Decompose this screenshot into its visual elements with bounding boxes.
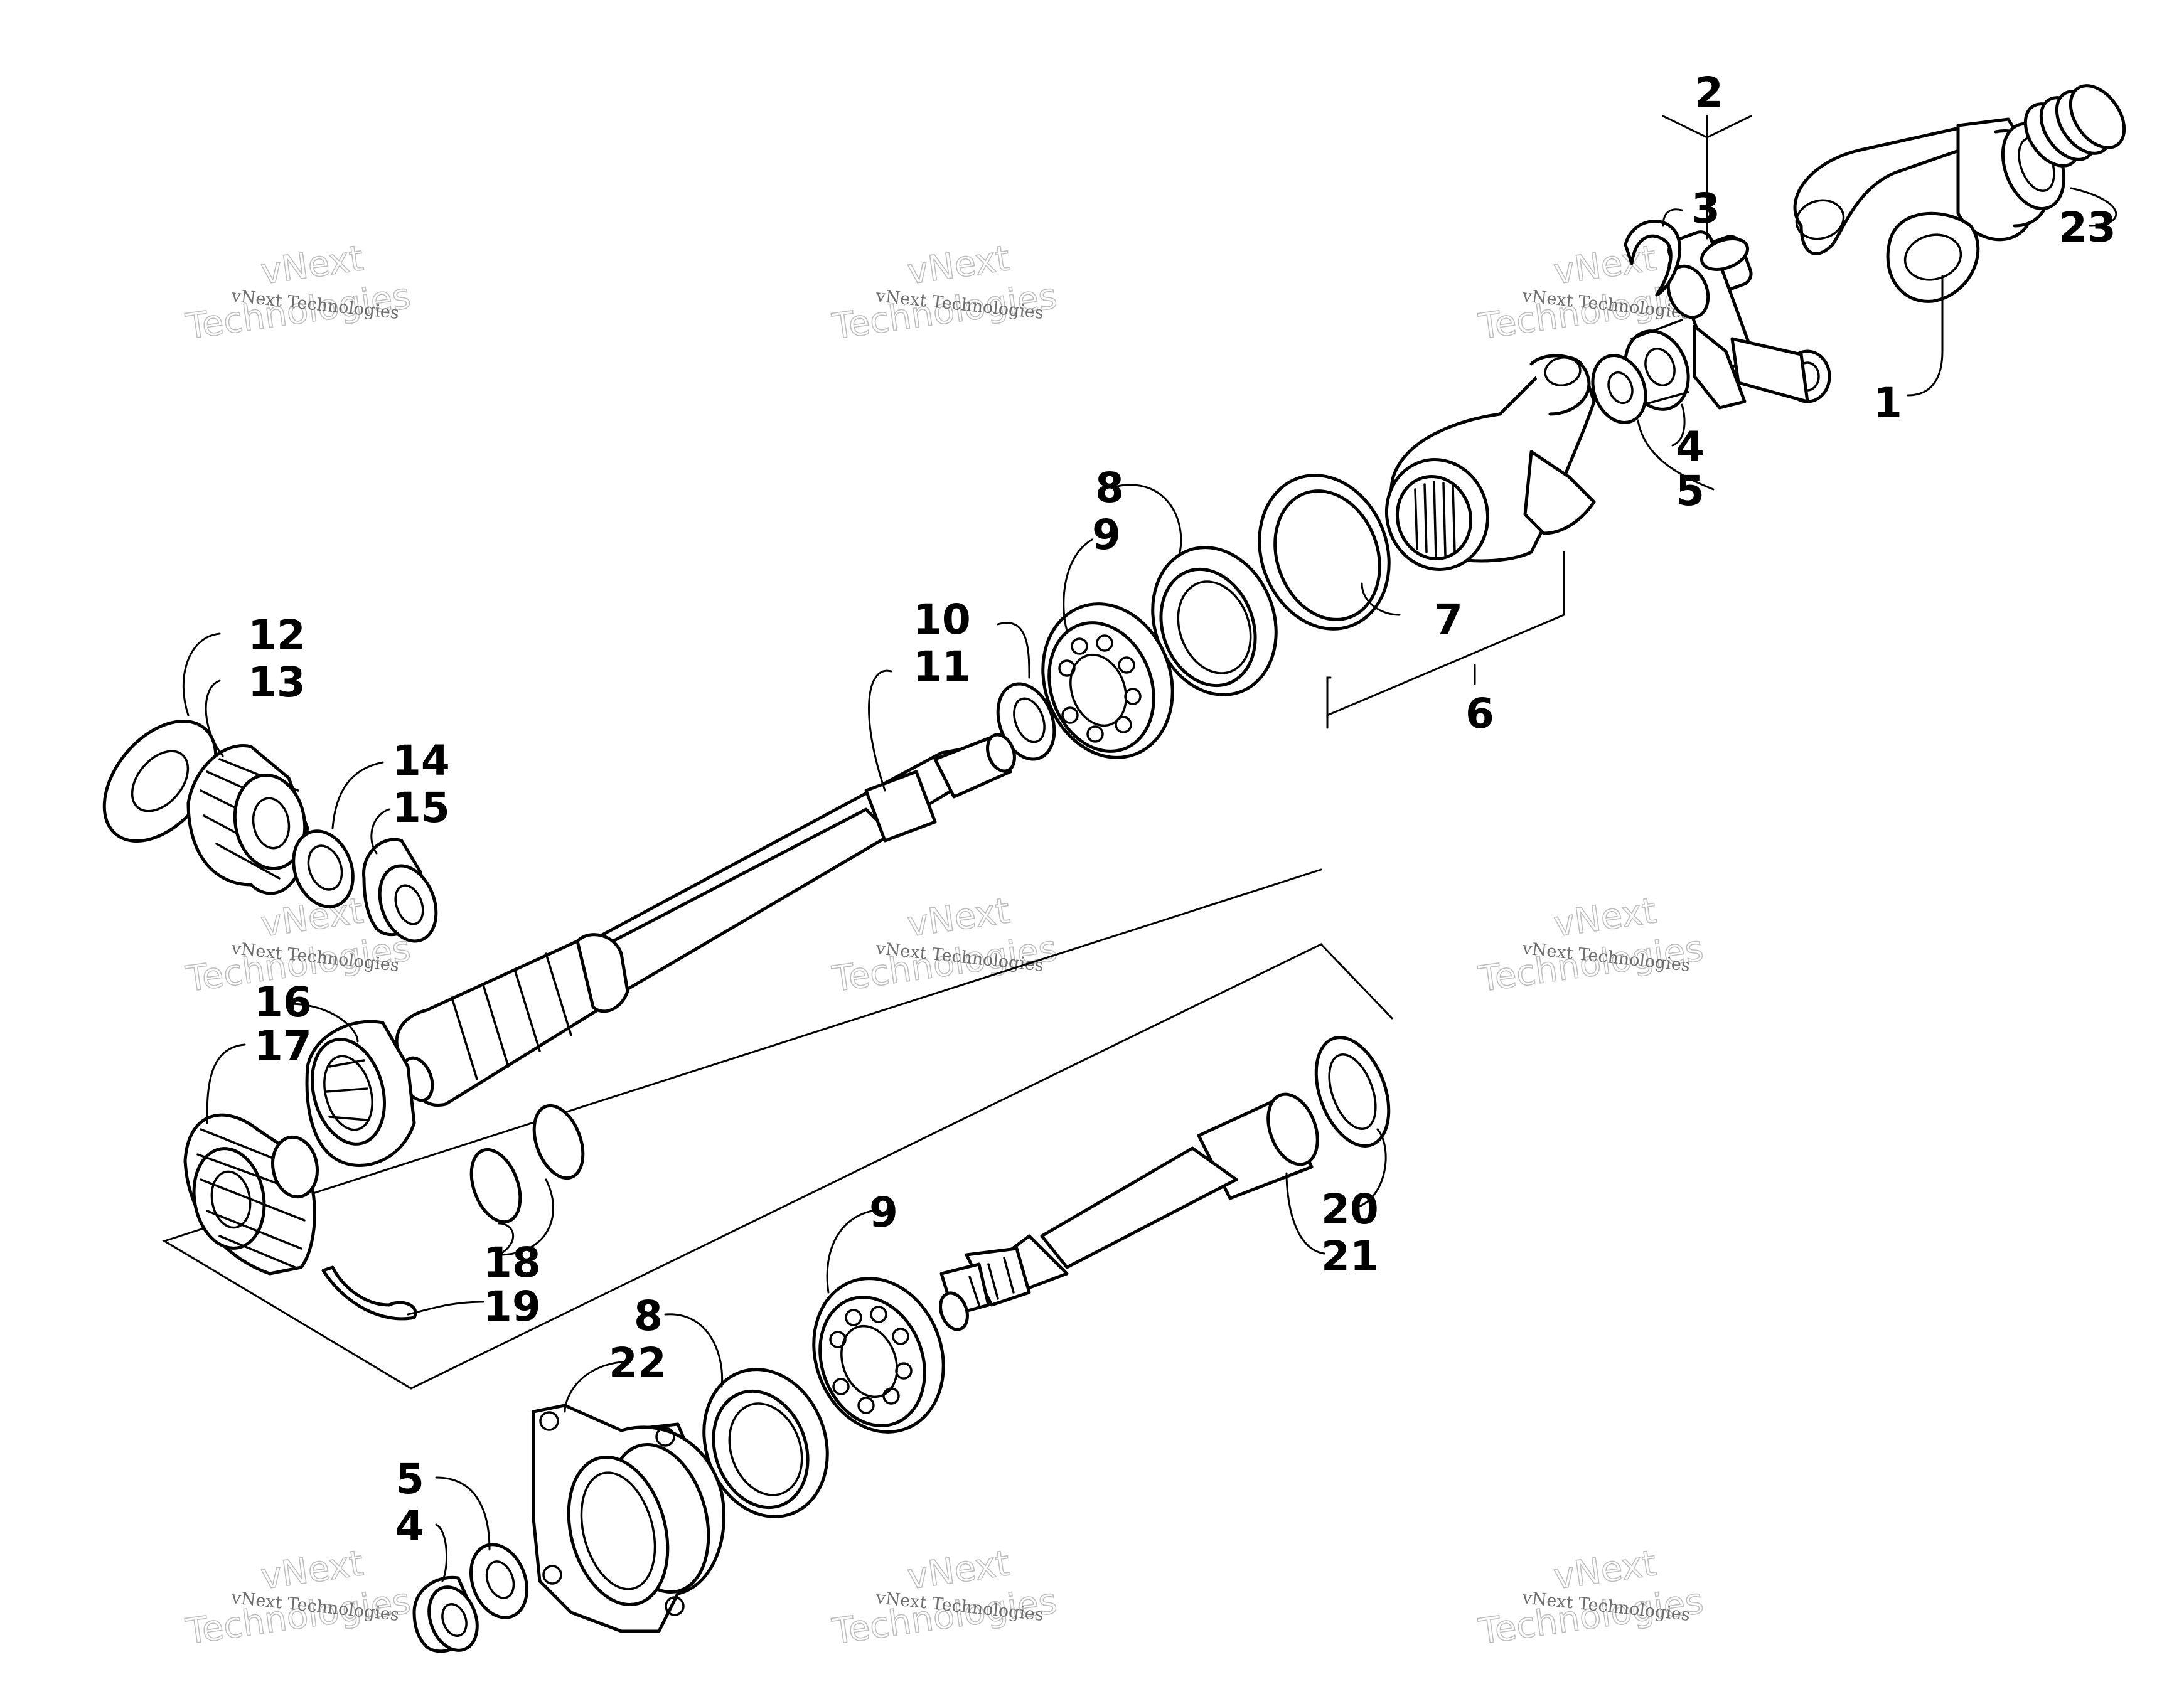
callout-23: 23: [2058, 203, 2116, 252]
spring-part-23: [2023, 84, 2126, 168]
washer-part-5-lower: [469, 1543, 528, 1619]
callout-3: 3: [1691, 184, 1720, 233]
callout-11: 11: [913, 642, 971, 691]
callout-13: 13: [248, 658, 306, 706]
bearing-part-9-lower: [812, 1277, 945, 1434]
callout-9: 9: [1092, 511, 1121, 559]
callout-8: 8: [1095, 464, 1124, 512]
ring-gear-part-17: [183, 1113, 319, 1276]
washer-part-10: [996, 682, 1056, 761]
bushing-part-15: [362, 838, 438, 943]
washer-part-5: [1591, 354, 1647, 424]
callout-4-lower: 4: [395, 1502, 424, 1550]
seal-part-8-upper: [1151, 546, 1278, 696]
spline-disc-part-20: [1314, 1036, 1391, 1148]
needle-bearing-part-16: [305, 1020, 416, 1167]
callout-18: 18: [483, 1239, 541, 1287]
flange-housing-part-22: [532, 1404, 725, 1633]
circlip-part-19: [321, 1265, 417, 1321]
callout-14: 14: [392, 737, 450, 785]
bushing-part-4-lower: [412, 1575, 479, 1653]
callout-20: 20: [1321, 1185, 1379, 1233]
callout-21: 21: [1321, 1232, 1379, 1281]
callout-10: 10: [913, 595, 971, 644]
callout-16: 16: [254, 978, 312, 1026]
shaft-part-11: [395, 733, 1016, 1107]
yoke-part-1: [1793, 117, 2066, 303]
callout-22: 22: [609, 1339, 666, 1387]
callout-2: 2: [1694, 68, 1723, 117]
yoke-assembly-part-6: [1384, 354, 1596, 571]
callout-5: 5: [1676, 467, 1705, 515]
callout-7: 7: [1434, 595, 1463, 644]
seal-ring-part-7: [1258, 474, 1391, 631]
callout-12: 12: [248, 611, 306, 659]
retaining-ring-part-18: [469, 1104, 585, 1224]
callout-19: 19: [483, 1282, 541, 1331]
leader-lines: [182, 137, 2117, 1582]
seal-part-8-lower: [702, 1368, 829, 1518]
callout-17: 17: [254, 1022, 312, 1070]
callout-6: 6: [1465, 690, 1494, 738]
callout-8-lower: 8: [634, 1292, 663, 1340]
ujoint-cross-part-2: [1666, 230, 1831, 410]
callout-15: 15: [392, 784, 450, 832]
snap-ring-part-3: [1624, 220, 1682, 297]
shaft-part-21: [939, 1092, 1319, 1331]
callout-5-lower: 5: [395, 1455, 424, 1503]
bevel-gear-part-13: [186, 744, 309, 895]
callout-labels: 1 2 3 4 5 6 7 8 9 10 11 12 13 14 15 16 1…: [248, 68, 2116, 1550]
washer-part-14: [292, 829, 355, 908]
callout-1: 1: [1873, 379, 1902, 427]
callout-9-lower: 9: [869, 1188, 898, 1237]
bearing-part-9-upper: [1041, 602, 1174, 759]
callout-4: 4: [1676, 423, 1705, 471]
